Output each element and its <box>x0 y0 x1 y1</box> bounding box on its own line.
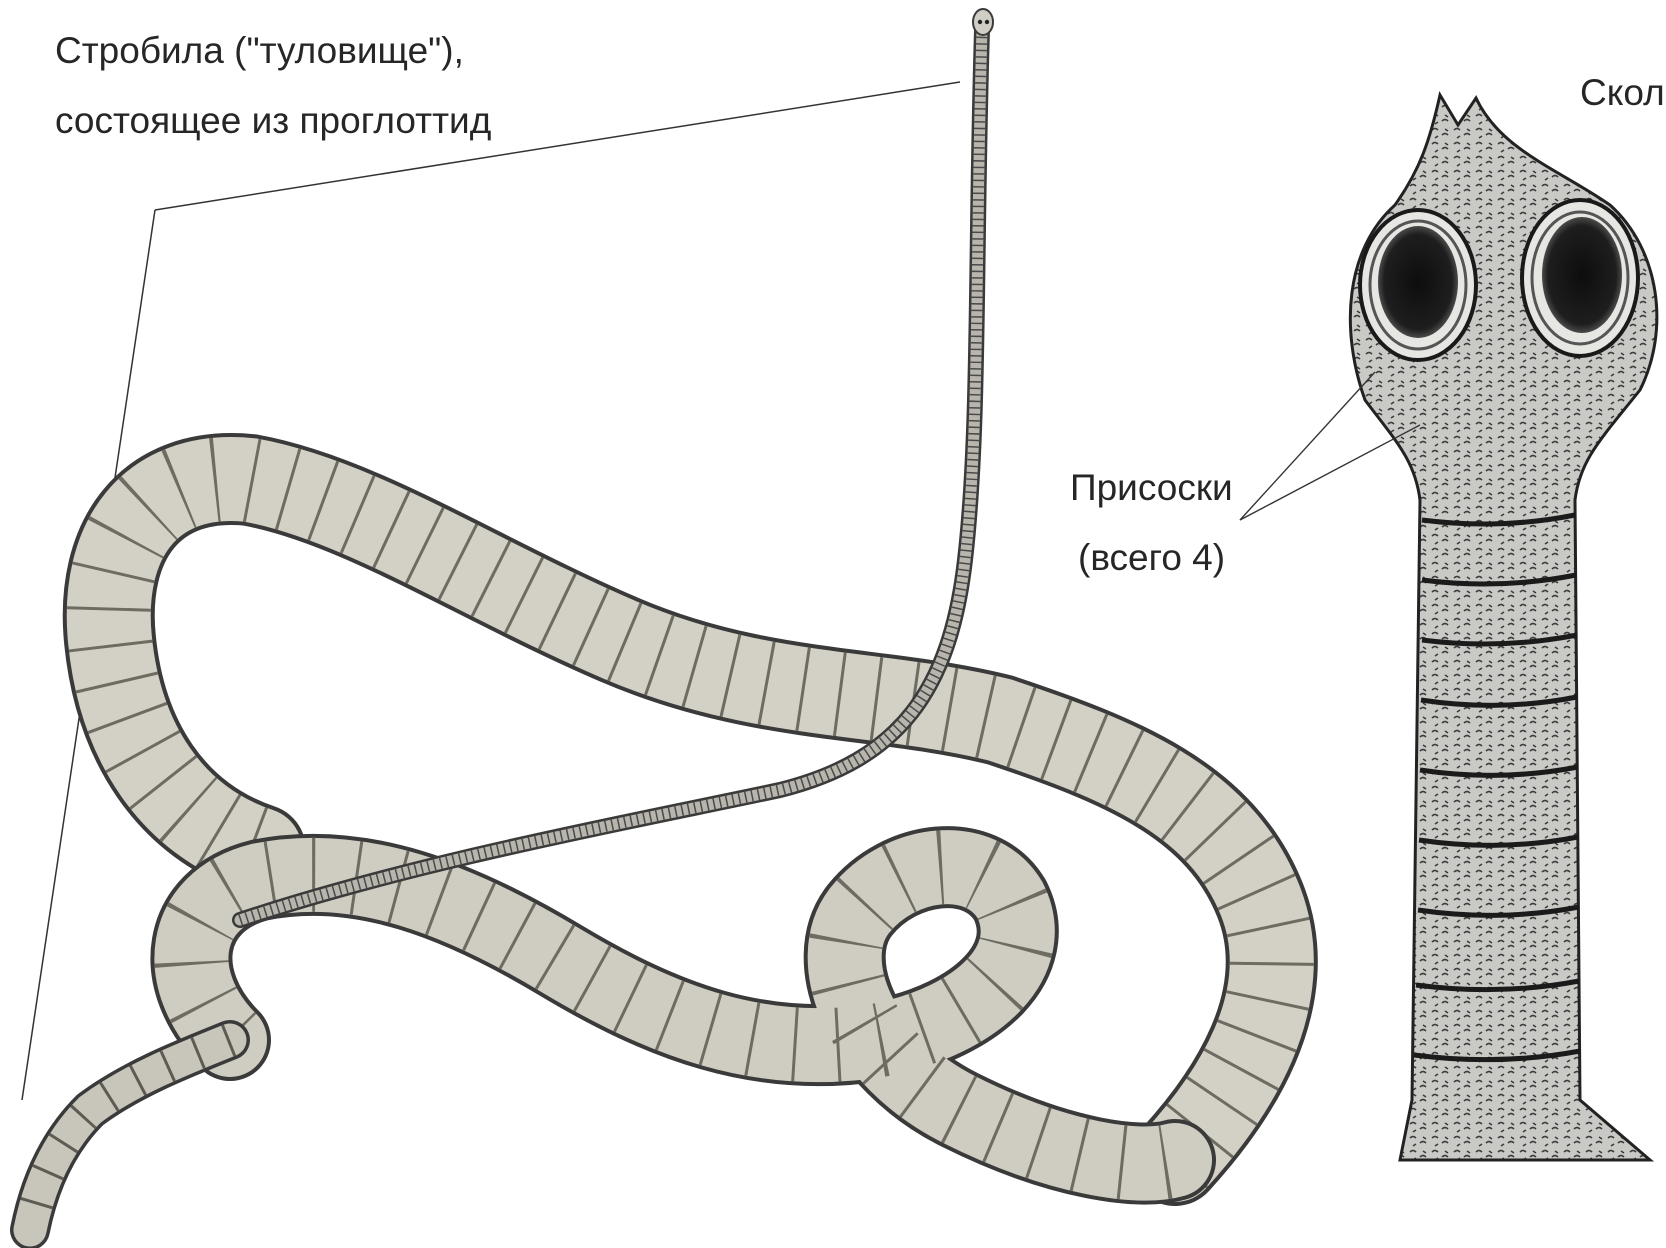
sucker-left <box>1360 210 1476 360</box>
strobila-label-line2: состоящее из проглоттид <box>55 100 491 141</box>
scolex-enlarged <box>1350 95 1657 1160</box>
suckers-label-line1: Присоски <box>1070 467 1233 508</box>
scolex-label: Скол <box>1580 72 1665 113</box>
suckers-label-line2: (всего 4) <box>1078 537 1225 578</box>
small-scolex-head <box>973 9 993 35</box>
strobila-lower-coil-fill <box>191 867 1175 1163</box>
strobila-label-line1: Стробила ("туловище"), <box>55 30 464 71</box>
sucker-right <box>1522 200 1638 356</box>
strobila-body <box>30 9 1272 1230</box>
